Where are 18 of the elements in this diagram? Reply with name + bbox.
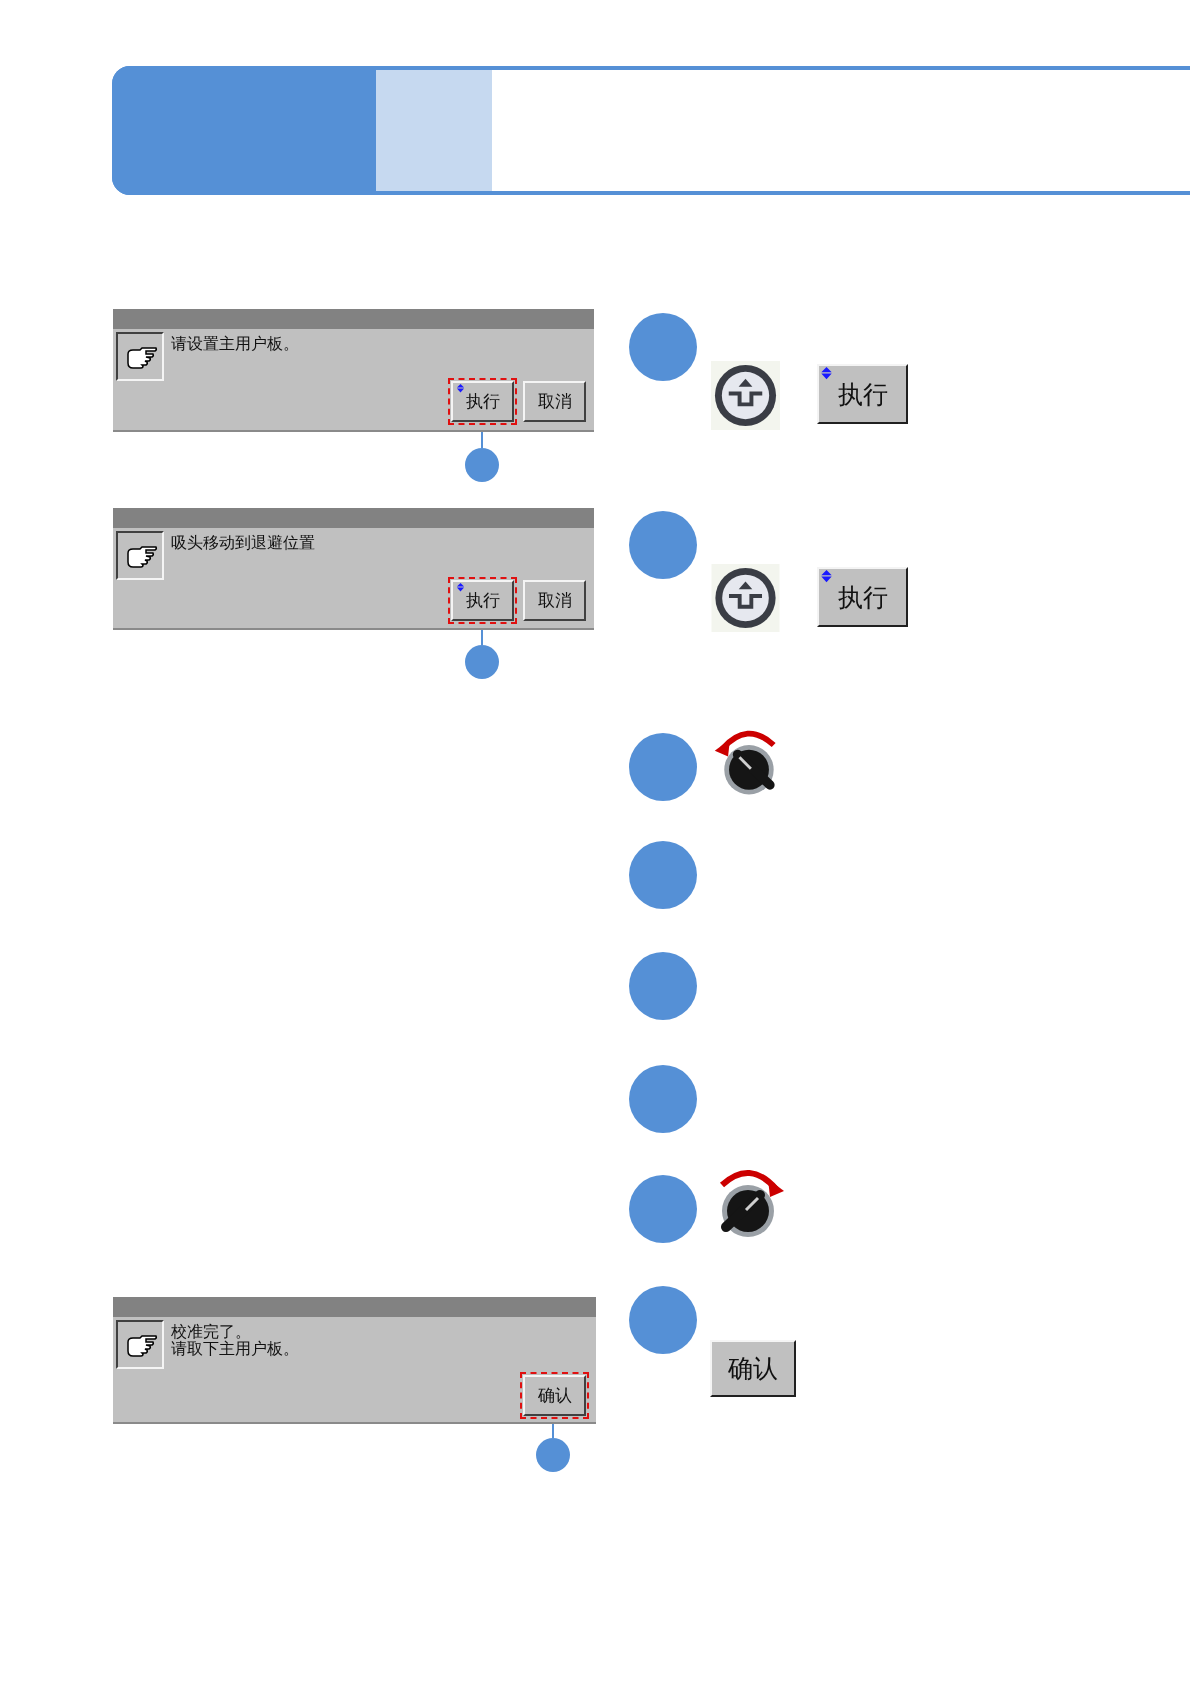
dialog-button: 确认	[523, 1375, 586, 1416]
callout-circle	[465, 448, 499, 482]
message-text: 校准完了。	[171, 1323, 251, 1341]
dialog-button: 执行	[451, 580, 514, 621]
dialog-button: 执行	[817, 567, 908, 627]
message-dialog	[113, 309, 594, 432]
dialog-button: 取消	[523, 580, 586, 621]
callout-circle	[536, 1438, 570, 1472]
message-text: 吸头移动到退避位置	[171, 534, 315, 552]
dialog-button: 取消	[523, 381, 586, 422]
callout-circle	[465, 645, 499, 679]
message-dialog	[113, 508, 594, 630]
message-dialog	[113, 1297, 596, 1424]
dialog-button: 执行	[817, 364, 908, 424]
dialog-button: 确认	[710, 1340, 796, 1397]
message-text: 请取下主用户板。	[171, 1340, 299, 1358]
message-text: 请设置主用户板。	[171, 335, 299, 353]
dialog-button: 执行	[451, 381, 514, 422]
